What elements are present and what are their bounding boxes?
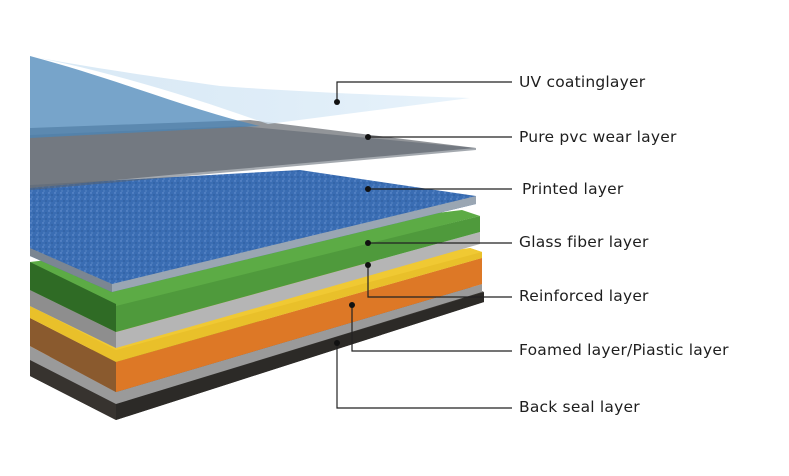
label-pure-pvc-wear: Pure pvc wear layer <box>519 128 677 146</box>
label-back-seal: Back seal layer <box>519 398 640 416</box>
label-uv-coating: UV coatinglayer <box>519 73 646 91</box>
label-printed: Printed layer <box>522 180 624 198</box>
dot-foamed <box>349 302 355 308</box>
dot-wear <box>365 134 371 140</box>
dot-reinforced <box>365 262 371 268</box>
leader-foamed <box>351 305 512 352</box>
uv-coating-layer-shape <box>30 56 470 138</box>
dot-glass <box>365 240 371 246</box>
dot-uv <box>334 99 340 105</box>
leader-dots <box>334 99 371 346</box>
leader-back <box>336 343 512 409</box>
foamed-layer-shape <box>30 258 482 392</box>
dot-back <box>334 340 340 346</box>
wear-layer-shape <box>30 120 476 190</box>
label-reinforced: Reinforced layer <box>519 287 649 305</box>
leader-reinforced <box>367 265 512 298</box>
label-foamed: Foamed layer/Piastic layer <box>519 341 729 359</box>
printed-layer-shape <box>30 170 476 292</box>
leader-lines <box>336 81 512 409</box>
label-glass-fiber: Glass fiber layer <box>519 233 649 251</box>
leader-uv <box>336 81 512 102</box>
dot-printed <box>365 186 371 192</box>
reinforced-layer-shape <box>30 232 480 348</box>
